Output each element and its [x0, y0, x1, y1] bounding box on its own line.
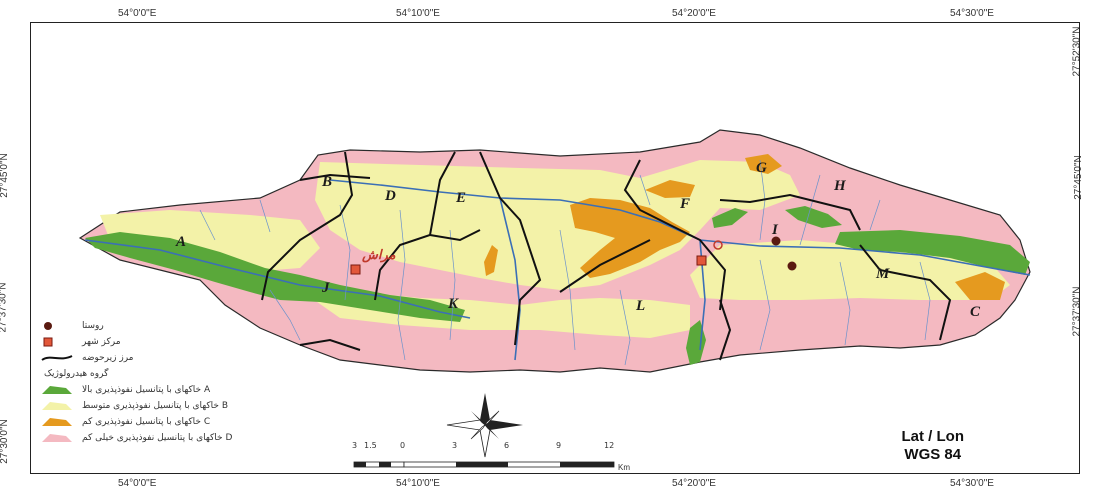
group-c-east [955, 272, 1005, 300]
zone-label-l: L [636, 298, 646, 314]
tributaries [199, 159, 931, 366]
zone-label-i: I [772, 222, 778, 238]
scale-numbers: 3 1.5 0 3 6 9 12 [350, 441, 620, 453]
group-b-region-west [100, 210, 320, 272]
map-frame [30, 22, 1080, 474]
legend-city-center: مرکز شهر [40, 334, 340, 350]
projection-line-1: Lat / Lon [901, 428, 965, 445]
zone-label-h: H [834, 178, 846, 194]
zone-label-j: J [322, 280, 330, 296]
projection-line-2: WGS 84 [904, 446, 962, 463]
north-arrow-icon [446, 393, 523, 458]
bottom-tick-2: 54°10'0"E [396, 478, 440, 489]
city-center-1 [350, 264, 361, 275]
group-a-band-east [835, 230, 1030, 275]
zone-label-c: C [970, 304, 981, 320]
legend-group-b: خاکهای با پتانسیل نفوذپذیری متوسط B [40, 398, 340, 414]
top-tick-1: 54°0'0"E [118, 8, 157, 19]
scale-bar [353, 461, 615, 468]
top-tick-4: 54°30'0"E [950, 8, 994, 19]
scale-tick: 1.5 [364, 441, 377, 450]
scale-tick: 3 [452, 441, 458, 450]
projection-label: Lat / Lon WGS 84 [902, 428, 965, 464]
top-tick-3: 54°20'0"E [672, 8, 716, 19]
group-c-ne [745, 154, 782, 174]
bottom-tick-4: 54°30'0"E [950, 478, 994, 489]
zone-label-k: K [448, 296, 459, 312]
zone-label-f: F [680, 196, 691, 212]
border-line-icon [41, 355, 73, 361]
zone-label-g: G [756, 160, 767, 176]
legend-group-d: خاکهای با پتانسیل نفوذپذیری خیلی کم D [40, 430, 340, 446]
group-a-patch-3 [686, 320, 706, 365]
group-c-small [484, 245, 498, 276]
legend: روستا مرکز شهر مرز زیرحوضه گروه هیدرولوژ… [40, 318, 340, 446]
group-c-swatch-icon [42, 418, 72, 426]
zone-label-m: M [876, 266, 890, 282]
scale-tick: 3 [352, 441, 358, 450]
top-tick-2: 54°10'0"E [396, 8, 440, 19]
legend-title-row: گروه هیدرولوژیک [40, 366, 340, 382]
city-name-label: مراش [362, 248, 396, 263]
scale-tick: 9 [556, 441, 562, 450]
group-a-patch-1 [712, 208, 748, 228]
city-center-2 [696, 255, 707, 266]
zone-label-e: E [456, 190, 467, 206]
group-d-swatch-icon [42, 434, 72, 442]
village-dot-icon [44, 322, 52, 330]
group-a-patch-2 [785, 206, 842, 228]
group-b-swatch-icon [42, 402, 72, 410]
sub-basin-borders [261, 151, 952, 361]
main-river [84, 179, 1031, 361]
village-1 [771, 236, 781, 246]
zone-label-b: B [322, 174, 333, 190]
scale-unit: Km [618, 463, 630, 472]
legend-group-c: خاکهای با پتانسیل نفوذپذیری کم C [40, 414, 340, 430]
bottom-tick-1: 54°0'0"E [118, 478, 157, 489]
scale-tick: 12 [604, 441, 615, 450]
zone-label-d: D [385, 188, 396, 204]
city-center-3 [713, 240, 723, 250]
city-square-icon [43, 337, 53, 347]
bottom-tick-3: 54°20'0"E [672, 478, 716, 489]
legend-village: روستا [40, 318, 340, 334]
village-2 [787, 261, 797, 271]
legend-group-a: خاکهای با پتانسیل نفوذپذیری بالا A [40, 382, 340, 398]
legend-title: گروه هیدرولوژیک [44, 369, 109, 379]
group-c-north [645, 180, 695, 198]
group-c-central [570, 198, 690, 278]
legend-border: مرز زیرحوضه [40, 350, 340, 366]
scale-tick: 6 [504, 441, 510, 450]
zone-label-a: A [176, 234, 187, 250]
group-a-swatch-icon [42, 386, 72, 394]
scale-tick: 0 [400, 441, 406, 450]
